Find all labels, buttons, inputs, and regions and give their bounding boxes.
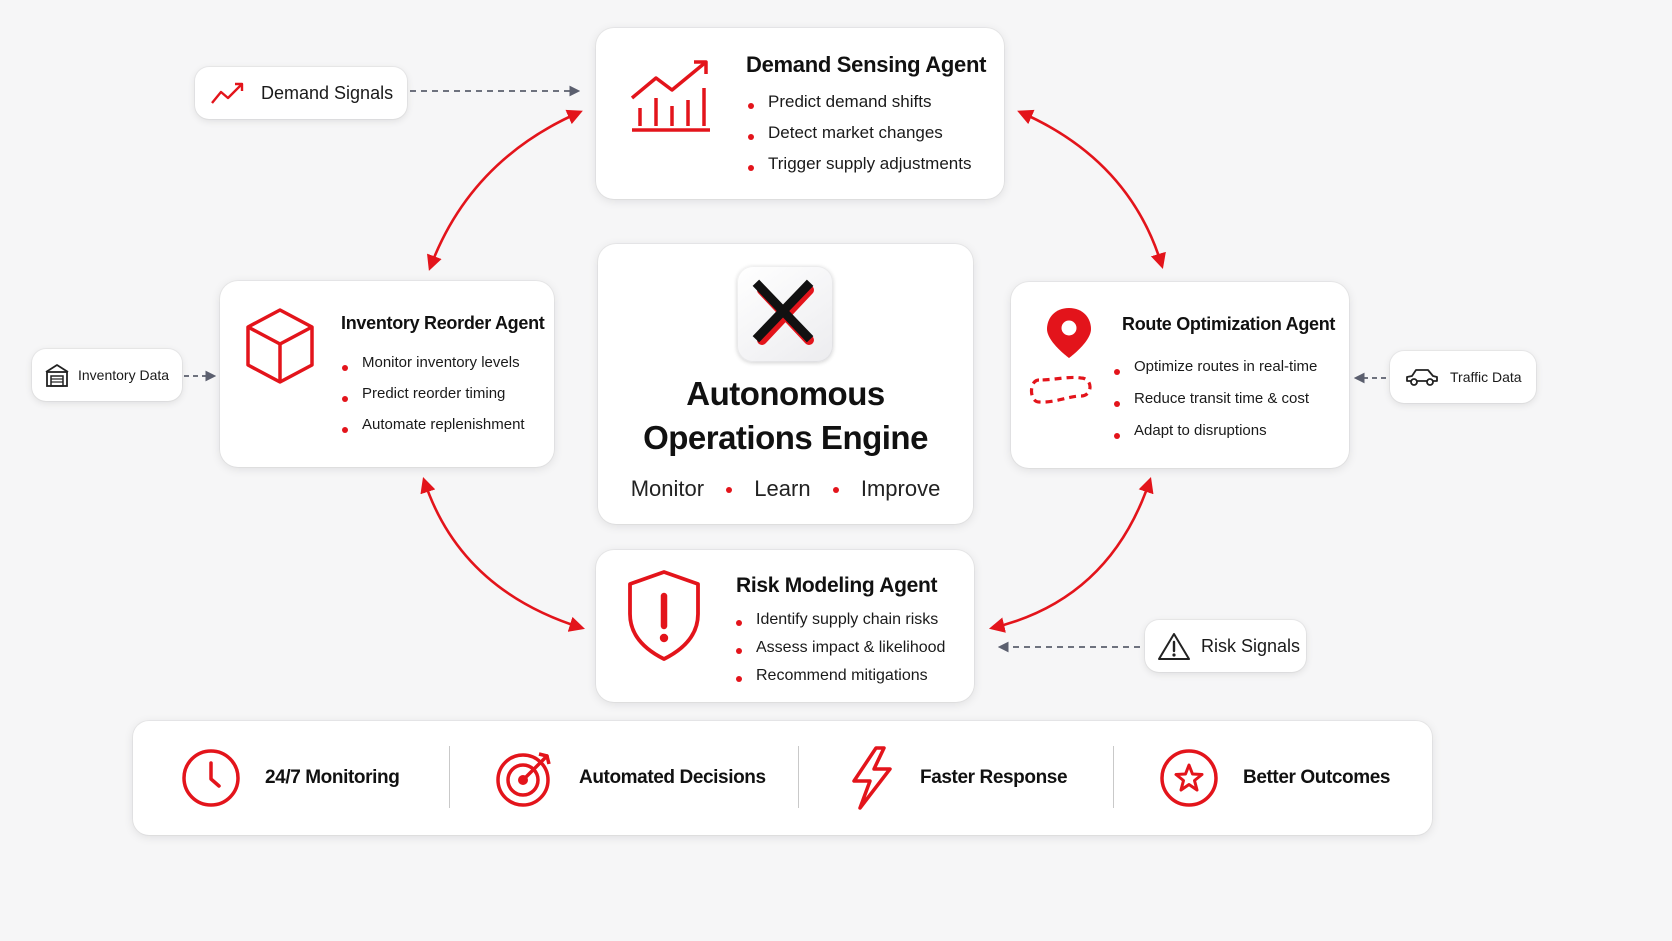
warning-triangle-icon <box>1158 633 1190 660</box>
engine-logo-tile <box>737 266 833 362</box>
warehouse-icon <box>45 364 69 387</box>
car-icon <box>1406 369 1438 386</box>
list-item: Predict demand shifts <box>746 90 971 121</box>
benefit-monitoring: 24/7 Monitoring <box>181 747 400 809</box>
benefit-label: Automated Decisions <box>579 767 766 788</box>
list-item: Adapt to disruptions <box>1112 420 1317 452</box>
cycle-dot <box>726 487 733 494</box>
list-item: Predict reorder timing <box>340 383 525 414</box>
inventory-reorder-agent-card: Inventory Reorder Agent Monitor inventor… <box>220 281 554 467</box>
shield-alert-icon <box>628 570 700 661</box>
inventory-data-label: Inventory Data <box>78 367 170 383</box>
risk-signals-label: Risk Signals <box>1201 635 1301 656</box>
benefit-label: Better Outcomes <box>1243 767 1391 788</box>
arrow-demand-route <box>1017 109 1166 269</box>
autonomous-operations-engine-card: Autonomous Operations Engine Monitor Lea… <box>598 244 973 524</box>
cycle-step: Monitor <box>630 476 705 501</box>
list-item: Reduce transit time & cost <box>1112 388 1317 420</box>
benefit-label: Faster Response <box>920 767 1068 788</box>
trend-up-icon <box>211 82 244 104</box>
demand-agent-bullets: Predict demand shifts Detect market chan… <box>746 90 971 183</box>
benefit-faster-response: Faster Response <box>846 745 1068 811</box>
divider <box>798 746 799 808</box>
box-icon <box>246 308 314 384</box>
engine-title-line1: Autonomous <box>686 375 885 412</box>
risk-agent-bullets: Identify supply chain risks Assess impac… <box>734 609 945 693</box>
engine-cycle: Monitor Learn Improve <box>598 476 973 502</box>
bar-chart-growth-icon <box>630 60 710 132</box>
traffic-data-label: Traffic Data <box>1450 369 1522 385</box>
demand-signals-input: Demand Signals <box>195 67 407 119</box>
demand-sensing-agent-card: Demand Sensing Agent Predict demand shif… <box>596 28 1004 199</box>
map-pin-route-icon <box>1029 308 1092 404</box>
engine-title: Autonomous Operations Engine <box>598 372 973 460</box>
benefit-label: 24/7 Monitoring <box>265 767 400 788</box>
list-item: Automate replenishment <box>340 414 525 445</box>
clock-icon <box>182 749 240 807</box>
route-agent-bullets: Optimize routes in real-time Reduce tran… <box>1112 356 1317 452</box>
risk-agent-title: Risk Modeling Agent <box>736 574 938 597</box>
benefit-automated-decisions: Automated Decisions <box>495 747 766 809</box>
inventory-agent-title: Inventory Reorder Agent <box>341 313 545 333</box>
list-item: Recommend mitigations <box>734 665 945 693</box>
demand-signals-label: Demand Signals <box>261 82 394 103</box>
inventory-agent-bullets: Monitor inventory levels Predict reorder… <box>340 352 525 445</box>
list-item: Optimize routes in real-time <box>1112 356 1317 388</box>
cycle-step: Learn <box>754 476 811 501</box>
lightning-bolt-icon <box>852 746 892 810</box>
arrow-demand-inventory <box>427 109 583 271</box>
demand-agent-title: Demand Sensing Agent <box>746 52 987 77</box>
divider <box>449 746 450 808</box>
list-item: Identify supply chain risks <box>734 609 945 637</box>
inventory-data-input: Inventory Data <box>32 349 182 401</box>
arrow-inventory-risk <box>420 477 585 632</box>
x-logo-icon <box>752 279 814 345</box>
traffic-data-input: Traffic Data <box>1390 351 1536 403</box>
cycle-dot <box>832 487 839 494</box>
list-item: Assess impact & likelihood <box>734 637 945 665</box>
arrow-route-risk <box>988 477 1154 633</box>
risk-signals-input: Risk Signals <box>1145 620 1306 672</box>
list-item: Detect market changes <box>746 121 971 152</box>
star-badge-icon <box>1160 749 1218 807</box>
cycle-step: Improve <box>860 476 941 501</box>
list-item: Trigger supply adjustments <box>746 152 971 183</box>
target-icon <box>496 752 551 807</box>
benefit-better-outcomes: Better Outcomes <box>1159 747 1391 809</box>
divider <box>1113 746 1114 808</box>
route-agent-title: Route Optimization Agent <box>1122 314 1336 334</box>
route-optimization-agent-card: Route Optimization Agent Optimize routes… <box>1011 282 1349 468</box>
engine-title-line2: Operations Engine <box>643 419 928 456</box>
risk-modeling-agent-card: Risk Modeling Agent Identify supply chai… <box>596 550 974 702</box>
list-item: Monitor inventory levels <box>340 352 525 383</box>
